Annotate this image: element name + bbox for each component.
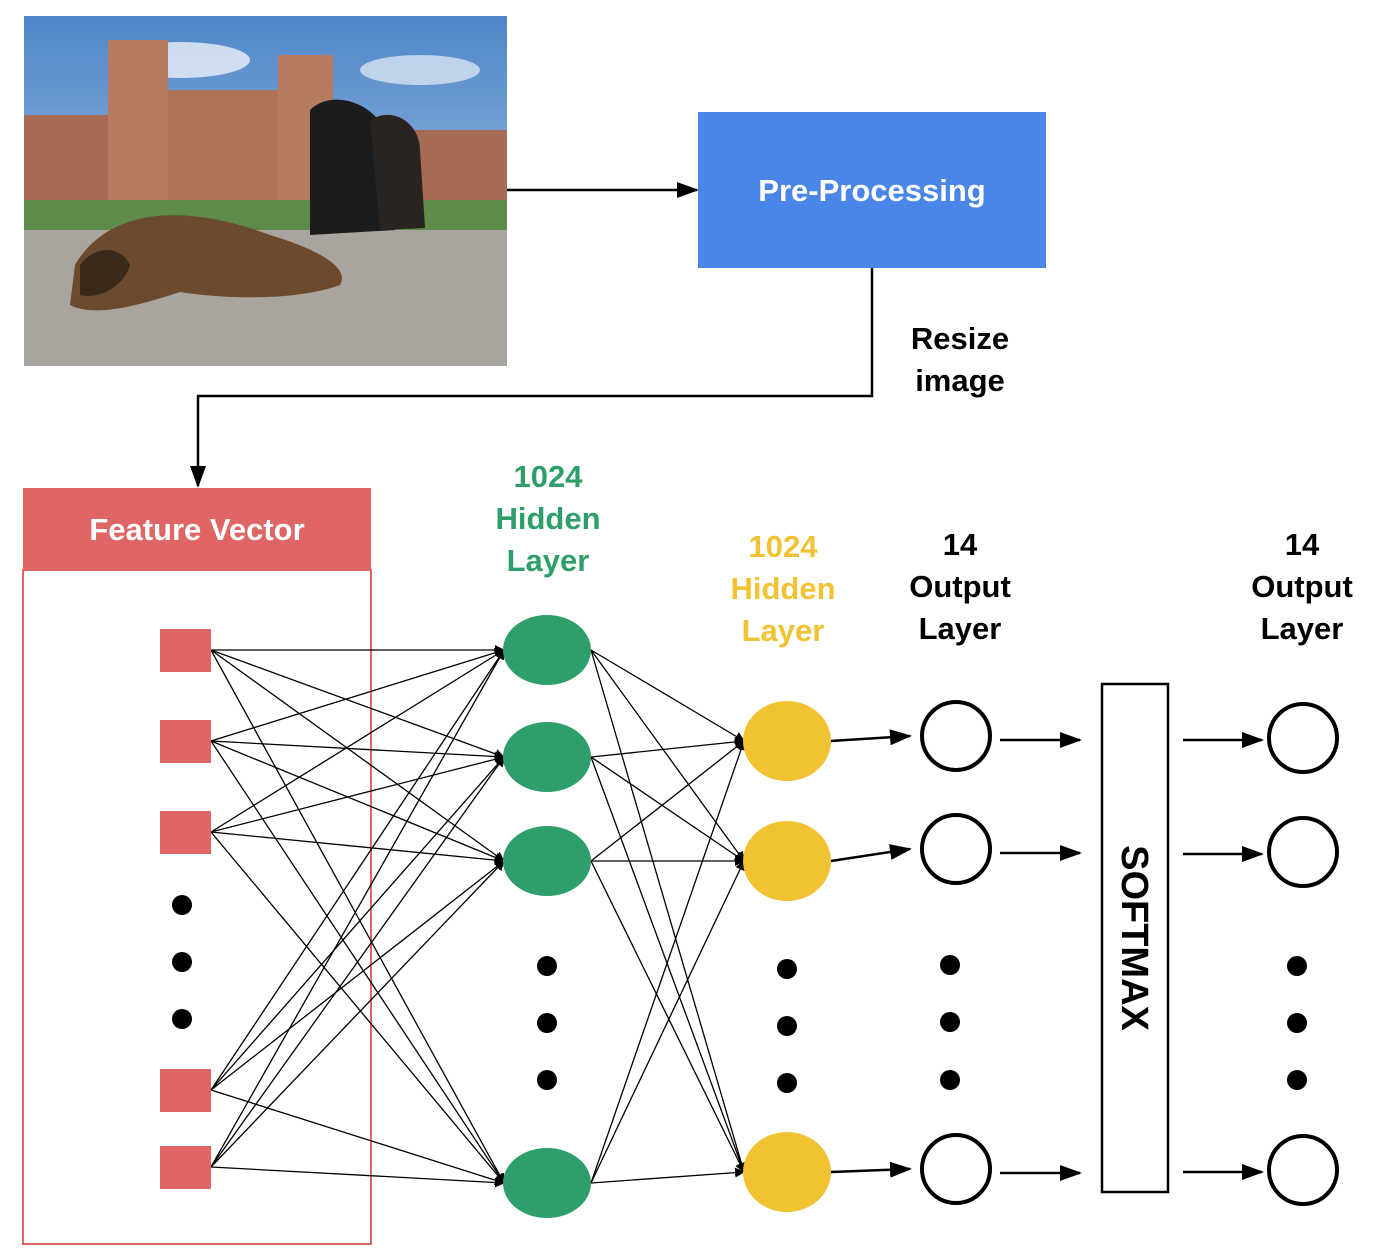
edge-feature2-hidden1-2 xyxy=(210,831,505,866)
edge-feature2-hidden1-1 xyxy=(210,754,505,833)
hidden1-ellipsis-dot-0 xyxy=(537,956,557,976)
preprocess-box xyxy=(698,112,1046,268)
hidden1-node-1 xyxy=(503,722,591,792)
output1-count: 14 xyxy=(943,527,978,562)
arrow-hidden2-1-output1 xyxy=(830,844,912,863)
hidden2-ellipsis-dot-0 xyxy=(777,959,797,979)
hidden1-line2: Hidden xyxy=(495,501,600,536)
edge-hidden1-3-hidden2-1 xyxy=(590,860,745,1184)
output2-title: 14 Output Layer xyxy=(1251,527,1353,646)
softmax-box xyxy=(1100,682,1170,1194)
hidden1-ellipsis-dot-2 xyxy=(537,1070,557,1090)
edge-feature4-hidden1-1 xyxy=(210,756,505,1168)
edge-hidden1-3-hidden2-0 xyxy=(590,740,746,1184)
hidden1-count: 1024 xyxy=(514,459,584,494)
softmax-label: SOFTMAX xyxy=(1113,845,1155,1031)
edge-feature2-hidden1-0 xyxy=(210,649,505,833)
edge-feature3-hidden1-3 xyxy=(210,1089,505,1186)
edge-feature3-hidden1-2 xyxy=(210,860,505,1091)
edge-hidden1-3-hidden2-2 xyxy=(590,1167,745,1184)
hidden1-title: 1024 Hidden Layer xyxy=(495,459,600,578)
output2-line3: Layer xyxy=(1261,611,1344,646)
output1-node-0 xyxy=(920,700,992,772)
edge-hidden1-0-hidden2-2 xyxy=(590,649,747,1173)
hidden2-node-2 xyxy=(743,1132,831,1212)
feature-node-1 xyxy=(160,720,211,763)
feature-ellipsis-dot-0 xyxy=(172,895,192,915)
output1-node-2 xyxy=(920,1133,992,1205)
edge-hidden1-0-hidden2-1 xyxy=(590,649,745,862)
edge-hidden1-2-hidden2-2 xyxy=(590,860,745,1173)
output1-title: 14 Output Layer xyxy=(909,527,1011,646)
output1-line2: Output xyxy=(909,569,1011,604)
feature-vector-header xyxy=(23,488,371,570)
hidden2-ellipsis-dot-1 xyxy=(777,1016,797,1036)
preprocess-label: Pre-Processing xyxy=(758,173,985,208)
output2-node-1 xyxy=(1267,816,1339,888)
hidden2-line2: Hidden xyxy=(730,571,835,606)
hidden1-node-3 xyxy=(503,1148,591,1218)
output2-ellipsis-dot-2 xyxy=(1287,1070,1307,1090)
edge-feature1-hidden1-1 xyxy=(210,740,505,762)
feature-node-4 xyxy=(160,1146,211,1189)
hidden1-ellipsis-dot-1 xyxy=(537,1013,557,1033)
output1-ellipsis-dot-2 xyxy=(940,1070,960,1090)
edge-feature4-hidden1-0 xyxy=(210,649,505,1168)
arrow-hidden2-2-output1 xyxy=(830,1161,912,1178)
edge-hidden1-1-hidden2-0 xyxy=(590,736,745,758)
edge-feature3-hidden1-1 xyxy=(210,756,505,1091)
output1-node-1 xyxy=(920,813,992,885)
feature-ellipsis-dot-1 xyxy=(172,952,192,972)
output1-line3: Layer xyxy=(919,611,1002,646)
feature-node-3 xyxy=(160,1069,211,1112)
hidden1-line3: Layer xyxy=(507,543,590,578)
input-photo xyxy=(24,16,507,366)
feature-node-2 xyxy=(160,811,211,854)
edge-hidden1-1-hidden2-1 xyxy=(590,756,745,862)
hidden1-node-0 xyxy=(503,615,591,685)
output1-ellipsis-dot-0 xyxy=(940,955,960,975)
hidden2-line3: Layer xyxy=(742,613,825,648)
edge-feature3-hidden1-0 xyxy=(210,649,505,1091)
feature-node-0 xyxy=(160,629,211,672)
network-nodes xyxy=(160,615,1339,1218)
edge-feature0-hidden1-1 xyxy=(210,649,505,759)
output2-count: 14 xyxy=(1285,527,1320,562)
preprocess-to-feature-arrow xyxy=(190,268,874,488)
edge-feature2-hidden1-3 xyxy=(210,831,505,1184)
feature-vector-label: Feature Vector xyxy=(89,512,304,547)
output2-ellipsis-dot-0 xyxy=(1287,956,1307,976)
hidden2-node-0 xyxy=(743,701,831,781)
edge-hidden1-1-hidden2-2 xyxy=(590,756,746,1173)
connection-edges xyxy=(210,645,1264,1188)
feature-ellipsis-dot-2 xyxy=(172,1009,192,1029)
output2-node-0 xyxy=(1267,702,1339,774)
output2-line2: Output xyxy=(1251,569,1353,604)
resize-label-line1: Resize xyxy=(911,321,1009,356)
output2-ellipsis-dot-1 xyxy=(1287,1013,1307,1033)
hidden1-node-2 xyxy=(503,826,591,896)
hidden2-ellipsis-dot-2 xyxy=(777,1073,797,1093)
arrow-hidden2-0-output1 xyxy=(830,729,912,746)
edge-feature1-hidden1-0 xyxy=(210,647,505,742)
output2-node-2 xyxy=(1267,1134,1339,1206)
edge-feature4-hidden1-3 xyxy=(210,1166,505,1188)
output1-ellipsis-dot-1 xyxy=(940,1012,960,1032)
edge-hidden1-0-hidden2-0 xyxy=(590,649,745,742)
edge-hidden1-2-hidden2-0 xyxy=(590,740,745,862)
hidden2-node-1 xyxy=(743,821,831,901)
edge-feature1-hidden1-2 xyxy=(210,740,505,863)
edge-feature0-hidden1-3 xyxy=(210,649,505,1184)
resize-label-line2: image xyxy=(915,363,1005,398)
edge-feature0-hidden1-2 xyxy=(210,649,505,862)
edge-feature4-hidden1-2 xyxy=(210,860,505,1168)
hidden2-title: 1024 Hidden Layer xyxy=(730,529,835,648)
hidden2-count: 1024 xyxy=(749,529,819,564)
